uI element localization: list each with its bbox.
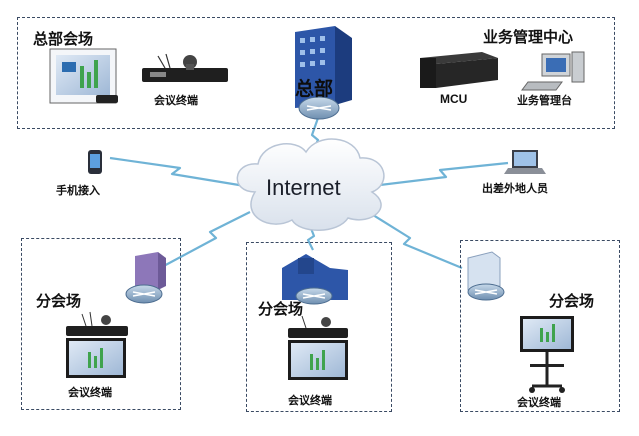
internet-label: Internet — [266, 175, 341, 200]
branch2-terminal-tv — [288, 315, 348, 380]
hq-terminal-label: 会议终端 — [154, 94, 198, 107]
link-traveler-internet — [371, 161, 509, 188]
branch1-terminal-label: 会议终端 — [68, 386, 112, 399]
laptop-icon — [504, 150, 546, 174]
hq-title: 总部会场 — [33, 30, 94, 48]
branch2-zone — [246, 242, 392, 412]
mobile-phone-icon — [88, 150, 102, 174]
hq-building-icon — [295, 26, 352, 120]
console-workstation-icon — [521, 51, 585, 91]
mcu-device-icon — [420, 52, 498, 88]
hq-projector-board — [49, 48, 118, 104]
branch1-building-router — [125, 252, 166, 304]
branch2-terminal-label: 会议终端 — [288, 394, 332, 407]
hq-conference-terminal — [142, 53, 228, 82]
branch1-zone — [21, 238, 181, 410]
ops-center-title: 业务管理中心 — [483, 28, 574, 46]
hq-zone — [17, 17, 615, 129]
branch3-building-router — [467, 251, 505, 301]
console-label: 业务管理台 — [517, 94, 572, 107]
internet-cloud — [236, 138, 385, 231]
mcu-label: MCU — [440, 92, 468, 106]
branch1-title: 分会场 — [36, 292, 82, 310]
branch1-terminal-tv — [66, 311, 128, 378]
link-lines — [109, 117, 509, 270]
branch3-terminal-stand — [520, 316, 574, 393]
link-mobile-internet — [109, 156, 246, 188]
hq-building-label: 总部 — [295, 78, 334, 100]
link-internet-branch2 — [306, 225, 316, 251]
traveler-label: 出差外地人员 — [482, 182, 548, 195]
branch2-title: 分会场 — [258, 300, 304, 318]
link-internet-branch1 — [159, 211, 251, 269]
mobile-label: 手机接入 — [56, 184, 100, 197]
branch3-zone — [460, 240, 620, 412]
link-internet-branch3 — [364, 209, 463, 270]
branch3-title: 分会场 — [549, 292, 595, 310]
branch2-building-router — [282, 254, 348, 305]
branch3-terminal-label: 会议终端 — [517, 396, 561, 409]
